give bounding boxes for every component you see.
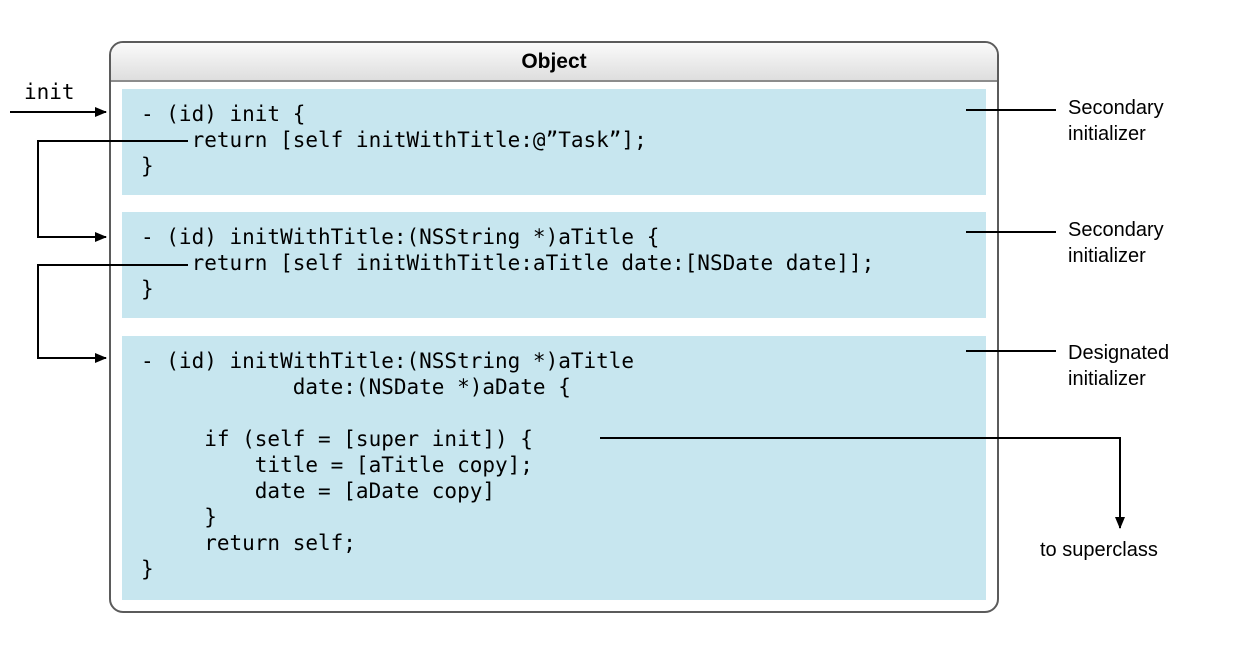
object-title: Object (111, 43, 997, 82)
code-designated: - (id) initWithTitle:(NSString *)aTitle … (141, 349, 635, 581)
code-init: - (id) init { return [self initWithTitle… (141, 102, 647, 178)
object-window: Object - (id) init { return [self initWi… (109, 41, 999, 613)
method-block-init: - (id) init { return [self initWithTitle… (122, 89, 986, 195)
method-block-init-with-title: - (id) initWithTitle:(NSString *)aTitle … (122, 212, 986, 318)
method-block-designated: - (id) initWithTitle:(NSString *)aTitle … (122, 336, 986, 600)
label-to-superclass: to superclass (1040, 539, 1158, 561)
call-arrow-1 (37, 140, 188, 242)
label-designated-initializer: Designated initializer (1068, 342, 1170, 390)
label-secondary-initializer-2: Secondary initializer (1068, 219, 1164, 267)
label-secondary-initializer-1: Secondary initializer (1068, 97, 1164, 145)
call-arrow-2 (37, 264, 188, 363)
super-init-arrow (600, 437, 1125, 529)
code-init-with-title: - (id) initWithTitle:(NSString *)aTitle … (141, 225, 875, 301)
entry-init-label: init (24, 80, 75, 104)
